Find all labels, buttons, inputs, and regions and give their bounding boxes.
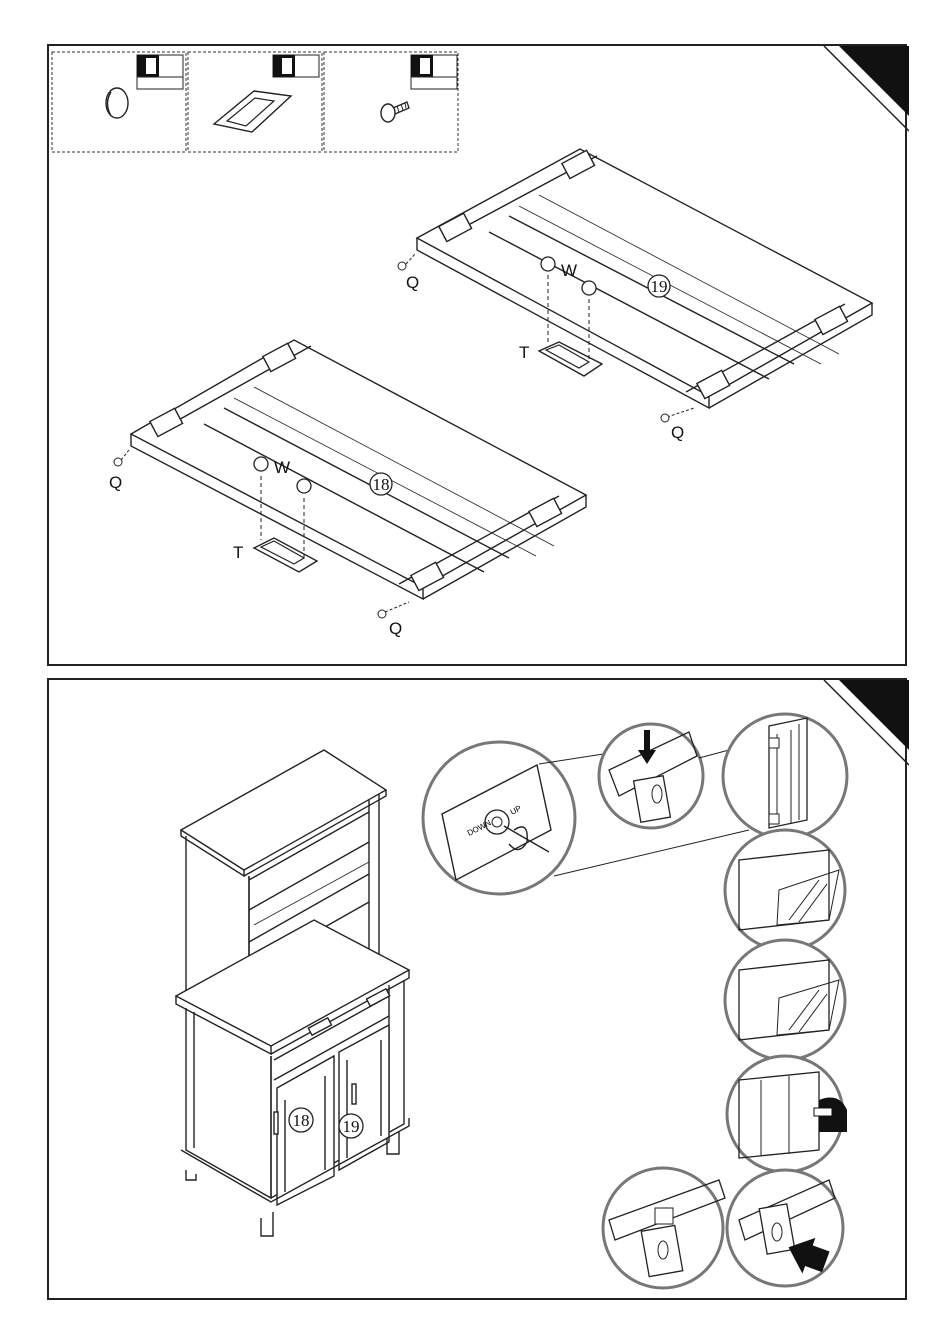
step-panel-doors-installation: 18 19 DOWN UP — [47, 678, 907, 1300]
label-q: Q — [389, 619, 402, 638]
handle-icon — [214, 91, 291, 132]
step-panel-doors-assembly: W T Q Q 19 W T Q Q 18 — [47, 44, 907, 666]
detail-circle-doors-open — [725, 830, 845, 950]
quantity-badge — [411, 55, 457, 89]
part-number-18: 18 — [293, 1111, 310, 1130]
label-q: Q — [109, 473, 122, 492]
detail-circle-door-frame — [723, 714, 847, 838]
label-w: W — [274, 458, 290, 477]
detail-circle-doors-closed — [725, 940, 845, 1060]
label-q: Q — [671, 423, 684, 442]
screw-icon — [297, 479, 311, 493]
detail-circle-bracket — [603, 1168, 725, 1288]
screw-icon — [254, 457, 268, 471]
quantity-badge — [137, 55, 183, 89]
doors-installation-drawing: 18 19 DOWN UP — [49, 680, 909, 1302]
part-number-18: 18 — [373, 475, 390, 494]
label-t: T — [233, 543, 243, 562]
label-w: W — [561, 261, 577, 280]
screw-icon — [541, 257, 555, 271]
detail-circle-push-down — [599, 724, 703, 828]
door-panel-19 — [417, 149, 872, 408]
quantity-badge — [273, 55, 319, 77]
door-panel-18 — [131, 340, 586, 599]
label-t: T — [519, 343, 529, 362]
cap-icon — [661, 414, 669, 422]
cap-icon — [398, 262, 406, 270]
part-number-19: 19 — [343, 1117, 360, 1136]
parts-legend — [52, 52, 458, 152]
cap-icon — [106, 88, 128, 118]
part-number-19: 19 — [651, 277, 668, 296]
detail-circle-door-track — [727, 1056, 847, 1172]
cap-icon — [378, 610, 386, 618]
cap-icon — [114, 458, 122, 466]
detail-circle-push-in — [727, 1170, 843, 1286]
screw-icon — [381, 102, 409, 122]
screw-icon — [582, 281, 596, 295]
detail-circle-adjuster: DOWN UP — [423, 742, 575, 894]
doors-assembly-drawing: W T Q Q 19 W T Q Q 18 — [49, 46, 909, 668]
label-q: Q — [406, 273, 419, 292]
step-corner-marker — [839, 680, 909, 750]
handle-assembly-18 — [114, 450, 409, 618]
step-corner-marker — [839, 46, 909, 116]
cabinet-drawing — [176, 750, 409, 1236]
